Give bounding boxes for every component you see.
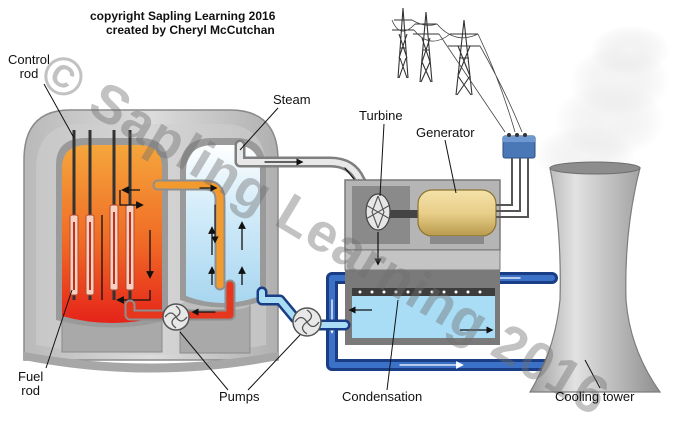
pump-primary <box>162 303 190 331</box>
label-steam: Steam <box>273 92 311 107</box>
label-generator: Generator <box>416 125 475 140</box>
pylon-middle <box>413 11 439 83</box>
generator-wiring <box>496 158 529 218</box>
label-turbine: Turbine <box>359 108 403 123</box>
generator <box>417 189 497 244</box>
power-cables <box>391 19 523 133</box>
label-control-rod-line1: Control <box>8 52 50 67</box>
steam-plume <box>535 25 670 185</box>
reactor-vessel <box>56 130 168 328</box>
label-control-rod: Control rod <box>8 53 50 81</box>
power-line-towers <box>391 7 523 133</box>
fuel-rod-cores <box>73 212 131 290</box>
pylon-right <box>448 19 480 96</box>
label-leader-lines <box>43 83 601 391</box>
transformer-box <box>502 133 536 159</box>
condenser-droplets <box>358 290 482 294</box>
diagram-canvas <box>23 7 670 393</box>
author-line: created by Cheryl McCutchan <box>106 23 275 37</box>
label-fuel-rod-line1: Fuel <box>18 369 44 384</box>
condenser <box>345 270 500 345</box>
label-control-rod-line2: rod <box>19 66 39 81</box>
label-condensation: Condensation <box>342 389 423 404</box>
primary-coolant-loop <box>124 179 236 321</box>
label-cooling-tower: Cooling tower <box>555 389 635 404</box>
cooling-tower <box>528 161 662 393</box>
turbine <box>365 193 391 266</box>
label-fuel-rod: Fuel rod <box>18 370 43 398</box>
nuclear-power-plant-diagram: © Sapling Learning 2016 copyright Saplin… <box>8 7 670 428</box>
copyright-line: copyright Sapling Learning 2016 <box>90 9 276 23</box>
label-fuel-rod-line2: rod <box>21 383 41 398</box>
label-pumps: Pumps <box>219 389 260 404</box>
fuel-rods <box>69 204 135 296</box>
pylon-left <box>392 7 414 79</box>
pump-feedwater <box>292 307 322 337</box>
